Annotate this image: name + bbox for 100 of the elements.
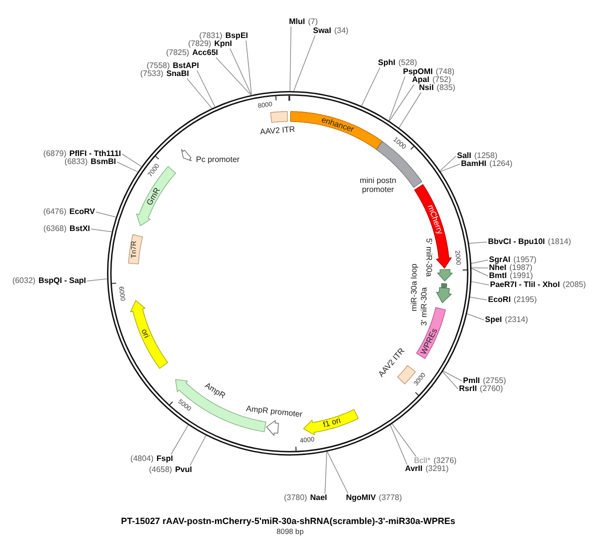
site-position: (6032) — [12, 277, 36, 285]
site-position: (2314) — [504, 316, 528, 324]
leader-line — [293, 35, 316, 92]
feature-label: enhancer — [320, 115, 355, 134]
enzyme-name: Acc65I — [192, 49, 218, 57]
feature-label: Pc promoter — [196, 155, 240, 164]
leader-line — [390, 424, 408, 465]
enzyme-name: PmlI — [463, 377, 480, 385]
leader-line — [468, 242, 488, 244]
feature-label: mini postn promoter — [358, 176, 398, 194]
site-position: (6368) — [43, 225, 67, 233]
site-position: (748) — [436, 68, 454, 76]
enzyme-name: RsrII — [459, 385, 477, 393]
feature-label: AAV2 ITR — [260, 124, 296, 136]
feature-label: 3' miR-30a — [420, 286, 429, 326]
site-position: (2085) — [562, 281, 586, 289]
site-position: (1814) — [548, 238, 572, 246]
site-position: (2760) — [480, 385, 503, 393]
enzyme-name: BstAPI — [172, 62, 199, 70]
leader-line — [246, 40, 252, 95]
enzyme-name: NheI — [489, 264, 506, 272]
site-position: (1987) — [509, 264, 532, 272]
site-position: (6476) — [43, 208, 66, 216]
feature-label: f1 ori — [322, 416, 342, 430]
enzyme-name: BamHI — [461, 160, 486, 168]
leader-line — [466, 313, 484, 320]
site-position: (1258) — [474, 152, 498, 160]
site-position: (2195) — [514, 296, 537, 304]
leader-line — [398, 92, 422, 128]
enzyme-name: SpeI — [485, 316, 502, 324]
enzyme-name: ApaI — [412, 76, 430, 84]
enzyme-name: PflFI - Tth111I — [69, 150, 121, 158]
enzyme-name: KpnI — [214, 40, 232, 48]
feature-label: ori — [139, 328, 152, 340]
leader-line — [326, 450, 348, 494]
leader-line — [442, 371, 458, 390]
enzyme-name: BmtI — [489, 272, 507, 280]
enzyme-name: BspQI - SapI — [38, 277, 86, 285]
enzyme-name: NsiI — [419, 84, 434, 92]
enzyme-name: MluI — [289, 18, 305, 26]
leader-line — [440, 156, 456, 172]
leader-line — [324, 450, 328, 494]
leader-line — [442, 370, 462, 382]
enzyme-name: NgoMIV — [346, 494, 376, 502]
enzyme-name: SalI — [457, 152, 472, 160]
leader-line — [190, 434, 206, 466]
enzyme-name: EcoRI — [488, 296, 511, 304]
enzyme-name: BsmBI — [90, 158, 116, 166]
site-position: (7) — [308, 18, 318, 26]
leader-line — [290, 26, 292, 92]
enzyme-name: PvuI — [175, 466, 192, 474]
leader-line — [470, 281, 490, 286]
site-position: (3291) — [426, 465, 449, 473]
leader-line — [230, 48, 252, 96]
enzyme-name: SnaBI — [166, 70, 189, 78]
leader-line — [361, 67, 380, 106]
enzyme-name: BclI* — [414, 457, 430, 465]
site-position: (7825) — [166, 49, 190, 57]
enzyme-name: EcoRV — [69, 208, 95, 216]
leader-line — [388, 76, 406, 121]
enzyme-name: SphI — [378, 59, 396, 67]
leader-line — [470, 260, 488, 264]
leader-line — [470, 268, 488, 276]
leader-line — [122, 154, 142, 167]
site-position: (2755) — [482, 377, 506, 385]
feature-label: AmpR promoter — [246, 404, 304, 419]
enzyme-name: BbvCI - Bpu10I — [488, 238, 545, 246]
enzyme-name: PspOMI — [403, 68, 433, 76]
site-position: (3276) — [433, 457, 457, 465]
site-position: (1264) — [489, 160, 512, 168]
leader-line — [170, 424, 189, 455]
site-position: (6879) — [43, 150, 66, 158]
site-position: (752) — [432, 76, 452, 84]
enzyme-name: AvrII — [405, 465, 422, 473]
feature-label: 5' miR-30a — [424, 238, 434, 278]
site-position: (528) — [398, 59, 418, 67]
enzyme-name: NaeI — [310, 494, 327, 502]
site-position: (1991) — [510, 272, 533, 280]
leader-line — [86, 278, 108, 282]
leader-line — [470, 267, 488, 268]
enzyme-name: BstXI — [70, 225, 90, 233]
feature-label: miR-30a loop — [409, 264, 418, 312]
leader-line — [196, 70, 216, 107]
site-position: (835) — [436, 84, 456, 92]
leader-line — [186, 78, 212, 108]
enzyme-name: SgrAI — [489, 256, 510, 264]
site-position: (4804) — [130, 455, 154, 463]
site-position: (3780) — [284, 494, 308, 502]
diagram-title: PT-15027 rAAV-postn-mCherry-5'miR-30a-shRNA(scramble)-3'-miR30a-WPREs — [121, 516, 456, 526]
site-position: (7533) — [140, 70, 164, 78]
leader-line — [90, 228, 112, 232]
site-position: (7829) — [188, 40, 212, 48]
site-position: (3778) — [378, 494, 402, 502]
site-position: (34) — [334, 27, 348, 35]
leader-line — [389, 84, 414, 122]
leader-line — [216, 57, 252, 96]
site-position: (7831) — [199, 32, 222, 40]
site-position: (4658) — [148, 466, 172, 474]
leader-line — [96, 212, 116, 218]
site-position: (6833) — [64, 158, 88, 166]
